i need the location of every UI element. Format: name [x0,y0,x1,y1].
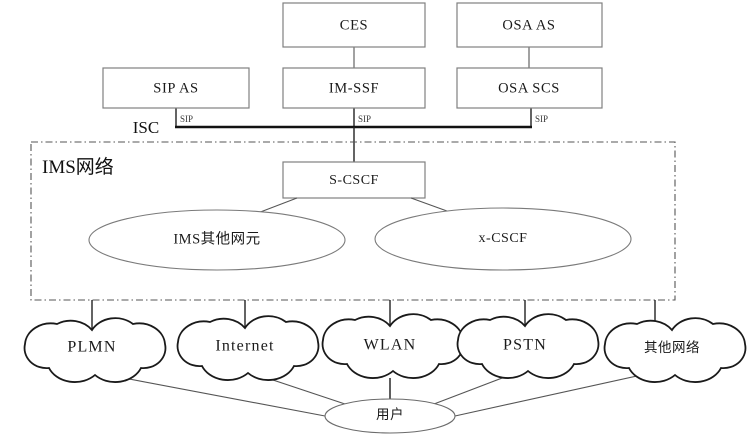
sip-as-label: SIP AS [153,80,198,96]
node-im-ssf: IM-SSF [282,67,426,109]
wlan-label: WLAN [364,337,417,354]
plmn-label: PLMN [67,339,116,356]
osa-as-label: OSA AS [502,17,555,33]
ces-label: CES [340,17,368,33]
other-network-label: 其他网络 [644,340,700,355]
sip-label-2: SIP [358,114,371,124]
node-other-network: 其他网络 [603,317,747,383]
sip-label-1: SIP [180,114,193,124]
plmn-cloud [23,317,167,383]
user-label: 用户 [376,406,404,422]
osa-scs-box [456,67,603,109]
node-s-cscf: S-CSCF [282,161,426,199]
internet-label: Internet [215,338,274,355]
wlan-cloud [321,313,465,379]
osa-scs-label: OSA SCS [498,80,560,96]
connector-pstn-to-user [433,374,511,405]
ces-box [282,2,426,48]
im-ssf-label: IM-SSF [329,80,379,96]
internet-cloud [176,315,320,381]
s-cscf-label: S-CSCF [329,173,379,188]
isc-label: ISC [133,118,159,137]
node-ces: CES [282,2,426,48]
ims-network-boundary [30,141,676,301]
im-ssf-box [282,67,426,109]
node-osa-as: OSA AS [456,2,603,48]
other-network-cloud [603,317,747,383]
x-cscf-label: x-CSCF [479,231,528,246]
node-sip-as: SIP AS [102,67,250,109]
node-x-cscf: x-CSCF [374,207,632,271]
node-pstn: PSTN [456,313,600,379]
ims-other-label: IMS其他网元 [173,230,260,247]
sip-label-3: SIP [535,114,548,124]
pstn-label: PSTN [503,337,547,354]
node-wlan: WLAN [321,313,465,379]
node-osa-scs: OSA SCS [456,67,603,109]
node-ims-other-elements: IMS其他网元 [88,209,346,271]
node-user: 用户 [324,398,456,434]
s-cscf-box [282,161,426,199]
node-plmn: PLMN [23,317,167,383]
pstn-cloud [456,313,600,379]
x-cscf-ellipse [374,207,632,271]
sip-as-box [102,67,250,109]
user-ellipse [324,398,456,434]
node-internet: Internet [176,315,320,381]
osa-as-box [456,2,603,48]
ims-network-zone-label: IMS网络 [42,156,114,178]
connector-other-network-to-user [454,371,656,417]
ims-other-ellipse [88,209,346,271]
